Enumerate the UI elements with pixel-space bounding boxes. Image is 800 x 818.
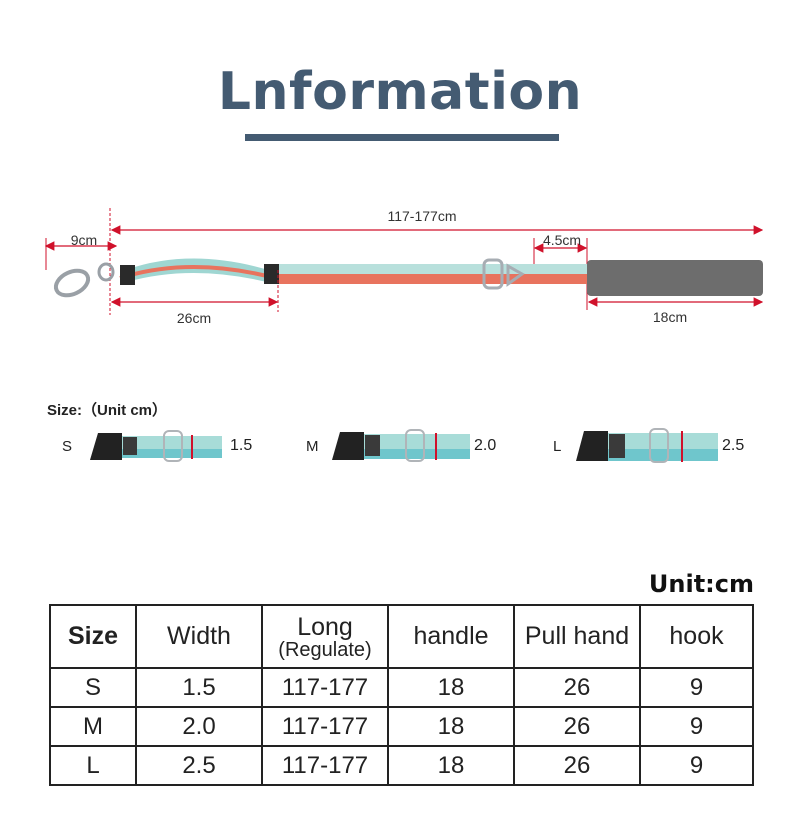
cell-hook: 9 <box>639 667 754 708</box>
size-heading: Size:（Unit cm） <box>47 402 168 419</box>
header-width: Width <box>135 604 263 669</box>
header-handle: handle <box>387 604 515 669</box>
cell-pull-hand: 26 <box>513 745 641 786</box>
pull-hand-dimension: 26cm <box>110 270 279 326</box>
cell-width: 2.0 <box>135 706 263 747</box>
size-s-letter: S <box>62 438 73 455</box>
cell-size: L <box>49 745 137 786</box>
cell-pull-hand: 26 <box>513 667 641 708</box>
handle-dimension: 18cm <box>587 297 764 325</box>
leash-diagram: 117-177cm 9cm 4.5cm 26cm <box>44 208 764 326</box>
cell-size: M <box>49 706 137 747</box>
size-variants: S 1.5 M 2.0 L 2.5 <box>0 425 800 470</box>
cell-pull-hand: 26 <box>513 706 641 747</box>
size-s-width: 1.5 <box>230 437 253 454</box>
handle-label: 18cm <box>653 309 687 325</box>
total-length-dimension: 117-177cm <box>109 208 764 315</box>
pull-hand-label: 26cm <box>177 310 211 326</box>
table-row: L 2.5 117-177 18 26 9 <box>49 745 754 786</box>
hook-dimension: 9cm <box>44 232 118 270</box>
cell-size: S <box>49 667 137 708</box>
table-row: S 1.5 117-177 18 26 9 <box>49 667 754 708</box>
cell-handle: 18 <box>387 706 515 747</box>
table-row: M 2.0 117-177 18 26 9 <box>49 706 754 747</box>
cell-handle: 18 <box>387 667 515 708</box>
header-pull-hand: Pull hand <box>513 604 641 669</box>
cell-long: 117-177 <box>261 667 389 708</box>
cell-long: 117-177 <box>261 745 389 786</box>
cell-hook: 9 <box>639 745 754 786</box>
leash-illustration <box>53 258 763 298</box>
total-length-label: 117-177cm <box>387 208 456 224</box>
header-long-sub: (Regulate) <box>278 638 372 661</box>
table-header-row: Size Width Long (Regulate) handle Pull h… <box>49 604 754 669</box>
handle-gap-label: 4.5cm <box>543 232 581 248</box>
cell-handle: 18 <box>387 745 515 786</box>
header-long-label: Long <box>297 612 353 641</box>
hook-length-label: 9cm <box>71 232 97 248</box>
header-long: Long (Regulate) <box>261 604 389 669</box>
cell-hook: 9 <box>639 706 754 747</box>
size-l-strap-image <box>576 428 718 463</box>
size-table: Size Width Long (Regulate) handle Pull h… <box>49 604 754 786</box>
header-size: Size <box>49 604 137 669</box>
unit-label: Unit:cm <box>648 570 754 598</box>
cell-width: 1.5 <box>135 667 263 708</box>
size-m-strap-image <box>332 429 470 462</box>
header-hook: hook <box>639 604 754 669</box>
cell-long: 117-177 <box>261 706 389 747</box>
size-m-width: 2.0 <box>474 437 497 454</box>
size-l-width: 2.5 <box>722 437 745 454</box>
size-l-letter: L <box>553 438 562 455</box>
size-s-strap-image <box>90 430 222 462</box>
size-m-letter: M <box>306 438 319 455</box>
title-underline <box>245 134 559 141</box>
cell-width: 2.5 <box>135 745 263 786</box>
page-title: Lnformation <box>217 62 583 122</box>
